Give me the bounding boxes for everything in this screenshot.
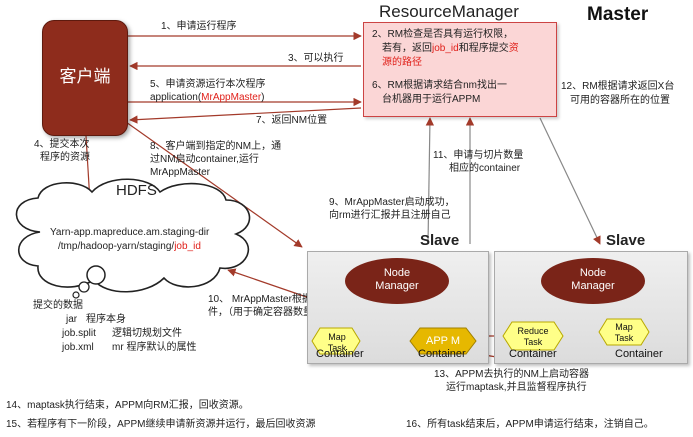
hdfs-path-line-2: /tmp/hadoop-yarn/staging/job_id (58, 241, 201, 252)
rm-box-line-5: 台机器用于运行APPM (382, 94, 481, 105)
slave-1-title: Slave (420, 232, 460, 249)
step-8-label-1: 8、客户端到指定的NM上，通 (150, 141, 282, 152)
step-8-label-2: 过NM启动container,运行 (150, 154, 259, 165)
slave-2-tasks-graphics (502, 318, 650, 351)
step-16-note: 16、所有task结束后，APPM申请运行结束，注销自己。 (406, 419, 654, 430)
hdfs-cloud-bubble-small (72, 291, 80, 299)
slave-1-map-task-hexagon (311, 327, 361, 355)
step-10-label-1: 10、 MrAppMaster根据切片文 (208, 294, 342, 305)
rm-box-line-4: 6、RM根据请求结合nm找出一 (372, 80, 508, 91)
resource-manager-title: ResourceManager (379, 2, 519, 21)
step-3-label: 3、可以执行 (288, 53, 344, 64)
step-13-label-1: 13、APPM去执行的NM上启动容器 (434, 369, 590, 380)
rm-box-line-3: 源的路径 (382, 57, 422, 68)
hdfs-cloud-bubble-large (86, 265, 106, 285)
submitted-xml-name: job.xml (62, 342, 94, 353)
step-12-label-1: 12、RM根据请求返回X台 (561, 81, 675, 92)
submitted-data-title: 提交的数据 (33, 300, 83, 311)
step-7-label: 7、返回NM位置 (256, 115, 328, 126)
step-11-label-1: 11、申请与切片数量 (433, 150, 524, 161)
step-4-label-1: 4、提交本次 (34, 139, 90, 150)
slave-2-map-task-hexagon (598, 318, 650, 346)
submitted-jar-name: jar (66, 314, 78, 325)
arrow-step-7 (129, 107, 362, 124)
resource-manager-box: 2、RM检查是否具有运行权限， 若有，返回job_id和程序提交资 源的路径 6… (363, 22, 557, 117)
slave-2-reduce-task-hexagon (502, 321, 564, 351)
client-box: 客户端 (42, 20, 128, 136)
submitted-split-name: job.split (62, 328, 96, 339)
slave-1-appm-hexagon (409, 327, 477, 355)
submitted-xml-desc: mr 程序默认的属性 (112, 342, 197, 353)
step-9-label-1: 9、MrAppMaster启动成功， (329, 197, 455, 208)
slave-1-appm-label: APP M (425, 335, 461, 347)
slave-1-container-left: Container (316, 348, 364, 360)
step-14-note: 14、maptask执行结束，APPM向RM汇报，回收资源。 (6, 400, 249, 411)
hdfs-cloud-bubble-medium (78, 281, 90, 293)
arrow-step-11 (425, 117, 435, 245)
slave-2-container-right: Container (615, 348, 663, 360)
rm-box-line-2: 若有，返回job_id和程序提交资 (382, 43, 519, 54)
step-4-label-2: 程序的资源 (40, 152, 90, 163)
submitted-jar-desc: 程序本身 (86, 314, 126, 325)
step-1-label: 1、申请运行程序 (161, 21, 237, 32)
step-5-label-1: 5、申请资源运行本次程序 (150, 79, 266, 90)
slave-2-container-left: Container (509, 348, 557, 360)
hdfs-cloud (15, 178, 251, 293)
step-15-note: 15、若程序有下一阶段，APPM继续申请新资源并运行，最后回收资源 (6, 419, 316, 430)
step-11-label-2: 相应的container (449, 163, 521, 174)
step-13-label-2: 运行maptask,并且监督程序执行 (446, 382, 587, 393)
slave-1-container-right: Container (418, 348, 466, 360)
arrow-step-8 (125, 121, 303, 248)
hdfs-title: HDFS (116, 182, 157, 199)
master-label: Master (587, 4, 649, 25)
step-8-label-3: MrAppMaster (150, 167, 211, 178)
step-12-label-2: 可用的容器所在的位置 (570, 95, 670, 106)
step-9-label-2: 向rm进行汇报并且注册自己 (329, 210, 451, 221)
client-label: 客户端 (59, 67, 111, 86)
hdfs-path-line-1: Yarn-app.mapreduce.am.staging-dir (50, 227, 210, 238)
step-5-label-2: application(MrAppMaster) (150, 92, 265, 103)
step-10-label-2: 件，（用于确定容器数量） (208, 307, 323, 318)
slave-2-title: Slave (606, 232, 646, 249)
arrow-step-12 (539, 117, 601, 245)
rm-box-line-1: 2、RM检查是否具有运行权限， (372, 29, 514, 40)
slave-1-tasks-graphics (311, 327, 477, 355)
submitted-split-desc: 逻辑切规划文件 (112, 328, 182, 339)
